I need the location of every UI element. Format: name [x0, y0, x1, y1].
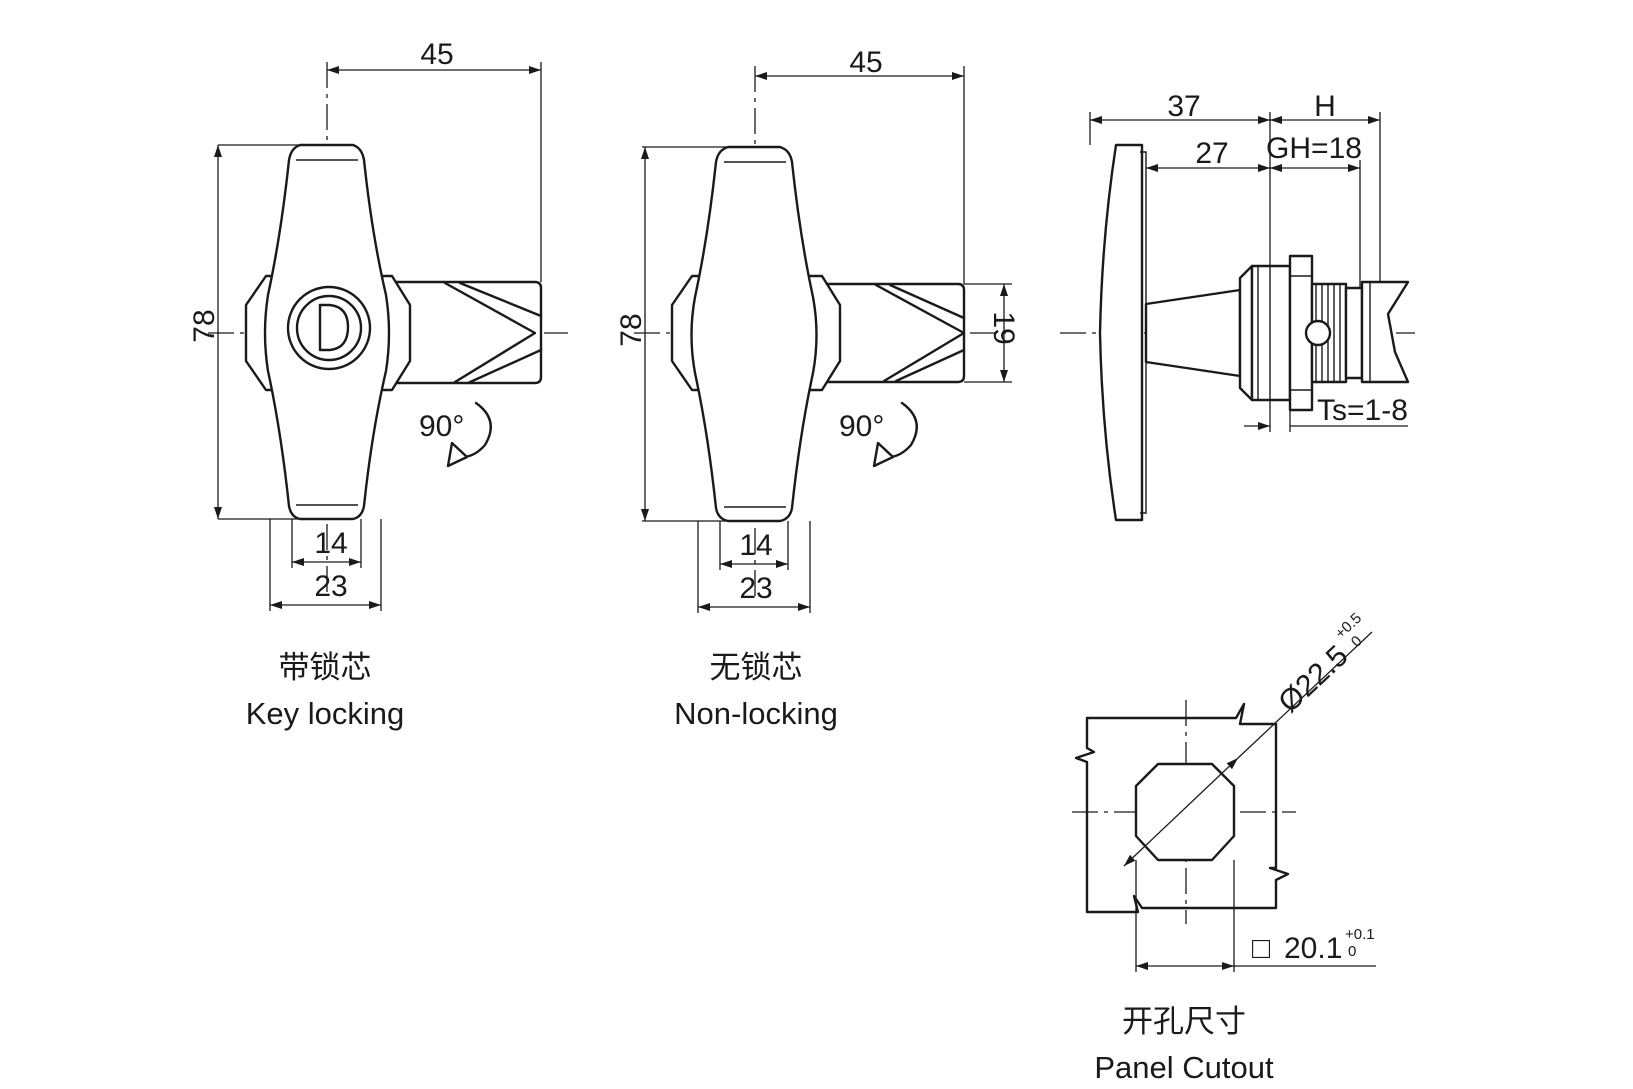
dim-cam-label: 19 [987, 311, 1020, 344]
side-view: 37 27 H GH=18 Ts=1-8 [1060, 90, 1415, 522]
cam-shape [820, 282, 966, 384]
dim-body-label: 27 [1195, 137, 1228, 170]
dim-height-label: 78 [188, 309, 221, 342]
sq-lower: 0 [1348, 943, 1356, 960]
dim-height-label: 78 [615, 313, 648, 346]
cutout-hole [1134, 762, 1236, 862]
key-cylinder-icon [286, 285, 372, 371]
cam-shape [390, 280, 543, 385]
sq-base: 20.1 [1284, 932, 1342, 965]
dim-width-label: 45 [849, 46, 882, 79]
key-locking-view: 78 45 14 23 90° 带锁芯 Key locking [188, 38, 568, 731]
dim-inner-label: 14 [314, 527, 347, 560]
dim-h-label: H [1314, 90, 1336, 123]
dim-inner-label: 14 [739, 529, 772, 562]
sq-upper: +0.1 [1345, 926, 1375, 943]
caption-cutout-en: Panel Cutout [1094, 1050, 1274, 1085]
t-handle [690, 145, 818, 523]
handle-stem [1144, 288, 1242, 378]
panel-cutout-view: Ø22.5 +0.5 0 □ 20.1 +0.1 0 开孔尺寸 Panel Cu… [1072, 610, 1376, 1085]
panel-outline [1074, 702, 1290, 914]
rotation-arrow-icon [446, 401, 492, 468]
dia-lower: 0 [1348, 633, 1366, 651]
dim-outer-label: 23 [739, 572, 772, 605]
panel-nut [1288, 254, 1314, 412]
dim-width-label: 45 [420, 38, 453, 71]
caption-key-locking-zh: 带锁芯 [279, 650, 372, 685]
dim-total-label: 37 [1167, 90, 1200, 123]
non-locking-view: 78 45 19 14 23 90° 无锁芯 Non-locking [615, 46, 1020, 731]
diameter-label: Ø22.5 +0.5 0 [1272, 610, 1366, 719]
caption-non-locking-en: Non-locking [674, 696, 838, 731]
rotation-label: 90° [419, 410, 464, 443]
rotation-label: 90° [839, 410, 884, 443]
dim-gh-label: GH=18 [1266, 132, 1362, 165]
sq-symbol: □ [1252, 932, 1271, 965]
handle-profile [1098, 143, 1144, 522]
dim-ts-label: Ts=1-8 [1317, 394, 1408, 427]
dia-base: Ø22.5 [1272, 639, 1354, 719]
dim-outer-label: 23 [314, 570, 347, 603]
rotation-arrow-icon [872, 401, 918, 468]
caption-key-locking-en: Key locking [246, 696, 405, 731]
caption-non-locking-zh: 无锁芯 [710, 650, 803, 685]
caption-cutout-zh: 开孔尺寸 [1122, 1004, 1246, 1039]
